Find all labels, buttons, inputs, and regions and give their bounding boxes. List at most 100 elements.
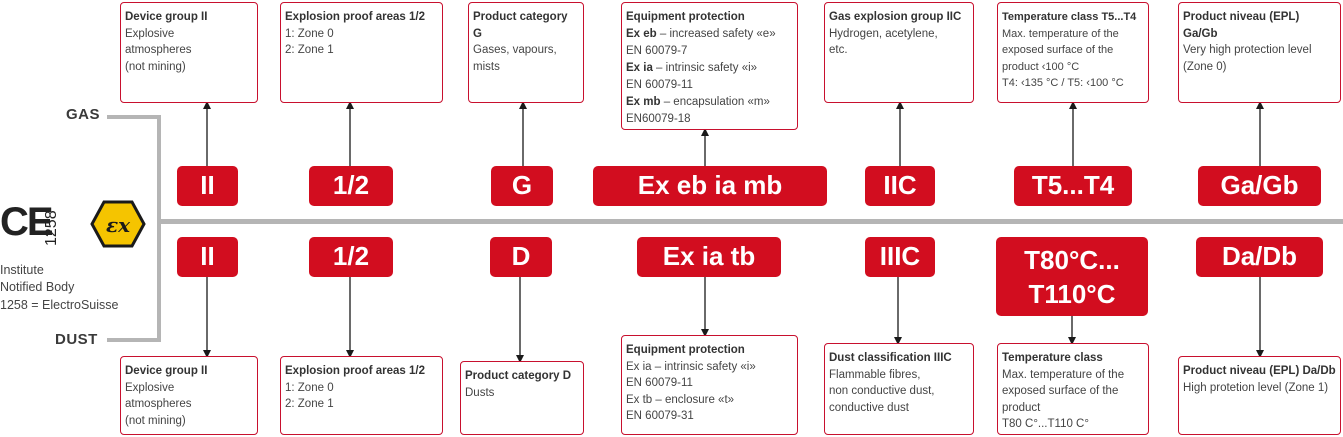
box-title: Temperature class [1002,352,1103,364]
main-divider-line [157,219,1343,224]
box-line: Dusts [465,386,495,399]
box-line: Max. temperature of the [1002,27,1119,40]
gas-box-product-category: Product category G Gases, vapours, mists [468,2,584,103]
gas-connector-line [107,115,161,119]
code: Ex ia [626,62,653,74]
box-title: Device group II [125,365,208,377]
ex-warning-icon: εx [90,200,146,248]
dust-tag-temperature-line1: T80°C... [1024,245,1120,275]
dust-box-classification: Dust classification IIIC Flammable fibre… [824,343,974,435]
text: – intrinsic safety «i» [652,62,758,74]
box-title: Explosion proof areas 1/2 [285,11,425,23]
gas-tag-epl: Ga/Gb [1198,166,1321,206]
gas-box-device-group: Device group II Explosive atmospheres (n… [120,2,258,103]
box-line: Max. temperature of the [1002,368,1125,381]
box-line: product ‹100 °C [1002,60,1080,73]
dust-tag-classification: IIIC [865,237,935,277]
gas-tag-protection: Ex eb ia mb [593,166,827,206]
box-line: Explosive [125,27,175,40]
box-line: product [1002,401,1041,414]
text: – encapsulation «m» [660,96,770,108]
dust-box-temperature-class: Temperature class Max. temperature of th… [997,343,1149,435]
box-line: 1: Zone 0 [285,27,334,40]
box-line: 2: Zone 1 [285,44,334,56]
box-line: exposed surface of the [1002,385,1119,397]
box-line: exposed surface of the [1002,44,1114,56]
box-line: EN 60079-11 [626,79,693,91]
box-title: Product category G [473,11,568,40]
gas-box-explosion-group: Gas explosion group IIC Hydrogen, acetyl… [824,2,974,103]
box-line: (not mining) [125,60,186,73]
box-title: Product niveau (EPL) Da/Db [1183,365,1336,377]
dust-tag-protection: Ex ia tb [637,237,781,277]
gas-box-explosion-areas: Explosion proof areas 1/2 1: Zone 0 2: Z… [280,2,443,103]
box-line: Ex ia – intrinsic safety «i» [626,360,756,373]
box-title: Explosion proof areas 1/2 [285,365,425,377]
box-line: (Zone 0) [1183,60,1227,73]
box-line: non conductive dust, [829,385,935,397]
dust-tag-temperature-line2: T110°C [1028,279,1116,309]
dust-tag-temperature: T80°C... T110°C [996,237,1148,316]
dust-tag-areas: 1/2 [309,237,393,277]
dust-connector-line [107,338,161,342]
box-line: 1: Zone 0 [285,381,334,394]
box-line: atmospheres [125,398,192,410]
box-title: Gas explosion group IIC [829,11,962,23]
box-title: Product category D [465,370,572,382]
box-line: Flammable fibres, [829,368,921,381]
box-line: (not mining) [125,414,186,427]
box-line: Very high protection level [1183,44,1312,56]
box-line: High protetion level (Zone 1) [1183,381,1329,394]
box-line: EN60079-18 [626,113,691,125]
dust-box-explosion-areas: Explosion proof areas 1/2 1: Zone 0 2: Z… [280,356,443,435]
notified-body-line2: Notified Body [0,280,75,294]
notified-body-line3: 1258 = ElectroSuisse [0,298,119,312]
box-title: Equipment protection [626,344,745,356]
dust-label: DUST [55,331,98,348]
box-title: Temperature class T5...T4 [1002,11,1137,23]
gas-tag-category: G [491,166,553,206]
box-title: Device group II [125,11,208,23]
gas-tag-group: II [177,166,238,206]
box-line: 2: Zone 1 [285,398,334,410]
ex-symbol: εx [106,213,131,237]
dust-box-epl: Product niveau (EPL) Da/Db High protetio… [1178,356,1341,435]
code: Ex mb [626,96,661,108]
box-line: EN 60079-31 [626,410,694,422]
text: – increased safety «e» [656,28,776,40]
box-line: atmospheres [125,44,192,56]
gas-box-equipment-protection: Equipment protection Ex eb – increased s… [621,2,798,130]
notified-body-line1: Institute [0,263,44,277]
dust-box-product-category: Product category D Dusts [460,361,584,435]
box-line: Ex tb – enclosure «t» [626,393,735,406]
box-line: Ex mb – encapsulation «m» [626,94,793,111]
gas-tag-areas: 1/2 [309,166,393,206]
box-title: Product niveau (EPL) Ga/Gb [1183,11,1300,40]
gas-tag-temperature: T5...T4 [1014,166,1132,206]
gas-box-temperature-class: Temperature class T5...T4 Max. temperatu… [997,2,1149,103]
gas-box-epl: Product niveau (EPL) Ga/Gb Very high pro… [1178,2,1341,103]
gas-tag-explosion-group: IIC [865,166,935,206]
box-line: T80 C°...T110 C° [1002,418,1089,430]
box-line: EN 60079-11 [626,377,693,389]
box-line: EN 60079-7 [626,45,688,57]
box-line: Ex eb – increased safety «e» [626,26,793,43]
gas-label: GAS [66,106,101,123]
dust-tag-group: II [177,237,238,277]
box-line: Explosive [125,381,175,394]
dust-tag-category: D [490,237,552,277]
box-line: Gases, vapours, [473,44,557,56]
box-line: Ex ia – intrinsic safety «i» [626,60,793,77]
box-line: T4: ‹135 °C / T5: ‹100 °C [1002,77,1124,89]
box-line: mists [473,60,500,73]
box-line: Hydrogen, acetylene, [829,27,938,40]
dust-box-device-group: Device group II Explosive atmospheres (n… [120,356,258,435]
code: Ex eb [626,28,657,40]
dust-box-equipment-protection: Equipment protection Ex ia – intrinsic s… [621,335,798,435]
box-line: etc. [829,44,848,56]
box-title: Equipment protection [626,11,745,23]
box-title: Dust classification IIIC [829,352,952,364]
vertical-connector-line [157,115,161,342]
ce-mark: CE [0,200,54,244]
